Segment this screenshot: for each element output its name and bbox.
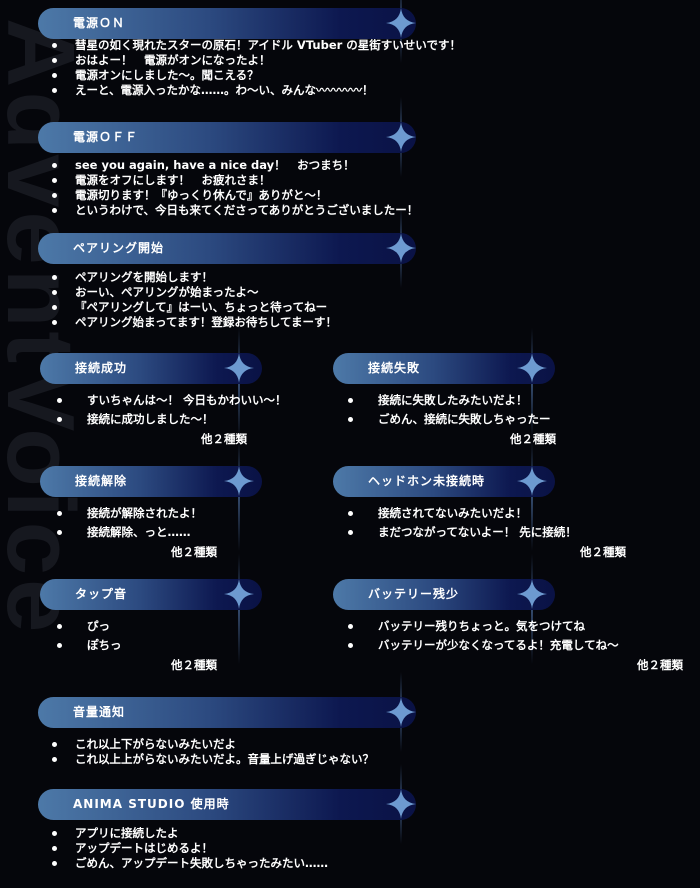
voice-lines: アプリに接続したよアップデートはじめるよ！ごめん、アップデート失敗しちゃったみた… [52, 826, 328, 871]
section-header: 接続解除 [40, 466, 262, 497]
more-count: 他２種類 [171, 658, 217, 672]
voice-line: 電源オンにしました〜。聞こえる？ [52, 68, 461, 83]
voice-line: アプリに接続したよ [52, 826, 328, 841]
voice-line: ペアリングを開始します！ [52, 270, 337, 285]
voice-line: まだつながってないよー！ 先に接続！ [348, 523, 577, 542]
voice-lines: ペアリングを開始します！おーい、ペアリングが始まったよ〜『ペアリングして』はーい… [52, 270, 337, 330]
voice-line: ごめん、アップデート失敗しちゃったみたい…… [52, 856, 328, 871]
section-title: ANIMA STUDIO 使用時 [73, 797, 230, 811]
sparkle-icon [224, 579, 254, 609]
section-title: バッテリー残少 [368, 587, 460, 601]
sparkle-icon [386, 233, 416, 263]
sparkle-icon [517, 579, 547, 609]
section-title: 音量通知 [73, 705, 126, 719]
voice-line: えーと、電源入ったかな……。わ〜い、みんな〰〰〰〰！ [52, 83, 461, 98]
voice-lines: すいちゃんは〜！ 今日もかわいい〜！接続に成功しました〜！ [57, 391, 287, 429]
section-header: タップ音 [40, 579, 262, 610]
voice-line: バッテリー残りちょっと。気をつけてね [348, 617, 619, 636]
voice-line: これ以上上がらないみたいだよ。音量上げ過ぎじゃない？ [52, 752, 374, 767]
voice-line: 接続されてないみたいだよ！ [348, 504, 577, 523]
voice-line: ごめん、接続に失敗しちゃったー [348, 410, 551, 429]
sparkle-icon [386, 122, 416, 152]
section-title: 接続失敗 [368, 361, 421, 375]
section-title: タップ音 [75, 587, 128, 601]
sparkle-icon [224, 466, 254, 496]
voice-line: 接続が解除されたよ！ [57, 504, 202, 523]
section-title: 接続成功 [75, 361, 128, 375]
voice-line: おはよー！ 電源がオンになったよ！ [52, 53, 461, 68]
section-title: ヘッドホン未接続時 [368, 474, 486, 488]
voice-line: see you again, have a nice day！ おつまち！ [52, 158, 418, 173]
more-count: 他２種類 [637, 658, 683, 672]
voice-line: 接続解除、っと…… [57, 523, 202, 542]
section-header: 接続成功 [40, 353, 262, 384]
voice-line: バッテリーが少なくなってるよ！充電してね〜 [348, 636, 619, 655]
section-title: ペアリング開始 [73, 241, 165, 255]
sparkle-icon [386, 8, 416, 38]
voice-line: 彗星の如く現れたスターの原石！アイドル VTuber の星街すいせいです！ [52, 38, 461, 53]
sparkle-icon [386, 789, 416, 819]
section-header: 接続失敗 [333, 353, 555, 384]
section-title: 電源ＯＦＦ [73, 130, 139, 144]
voice-lines: 接続されてないみたいだよ！まだつながってないよー！ 先に接続！ [348, 504, 577, 542]
sparkle-icon [517, 353, 547, 383]
more-count: 他２種類 [580, 545, 626, 559]
voice-line: というわけで、今日も来てくださってありがとうございましたー！ [52, 203, 418, 218]
voice-lines: 接続が解除されたよ！接続解除、っと…… [57, 504, 202, 542]
voice-line: 『ペアリングして』はーい、ちょっと待ってねー [52, 300, 337, 315]
sparkle-icon [224, 353, 254, 383]
voice-line: 電源をオフにします！ お疲れさま！ [52, 173, 418, 188]
voice-line: おーい、ペアリングが始まったよ〜 [52, 285, 337, 300]
voice-line: 接続に成功しました〜！ [57, 410, 287, 429]
voice-line: すいちゃんは〜！ 今日もかわいい〜！ [57, 391, 287, 410]
voice-lines: see you again, have a nice day！ おつまち！電源を… [52, 158, 418, 218]
more-count: 他２種類 [171, 545, 217, 559]
voice-line: アップデートはじめるよ！ [52, 841, 328, 856]
voice-line: ぽちっ [57, 636, 122, 655]
voice-lines: これ以上下がらないみたいだよこれ以上上がらないみたいだよ。音量上げ過ぎじゃない？ [52, 737, 374, 767]
voice-line: これ以上下がらないみたいだよ [52, 737, 374, 752]
voice-lines: ぴっぽちっ [57, 617, 122, 655]
section-header: ヘッドホン未接続時 [333, 466, 555, 497]
voice-lines: 接続に失敗したみたいだよ！ごめん、接続に失敗しちゃったー [348, 391, 551, 429]
section-title: 電源ＯＮ [73, 16, 126, 30]
section-header: ペアリング開始 [38, 233, 416, 264]
sparkle-icon [517, 466, 547, 496]
section-header: 電源ＯＮ [38, 8, 416, 39]
section-header: バッテリー残少 [333, 579, 555, 610]
section-header: ANIMA STUDIO 使用時 [38, 789, 416, 820]
sparkle-icon [386, 697, 416, 727]
section-header: 音量通知 [38, 697, 416, 728]
voice-line: ペアリング始まってます！登録お待ちしてまーす！ [52, 315, 337, 330]
voice-lines: バッテリー残りちょっと。気をつけてねバッテリーが少なくなってるよ！充電してね〜 [348, 617, 619, 655]
voice-lines: 彗星の如く現れたスターの原石！アイドル VTuber の星街すいせいです！おはよ… [52, 38, 461, 98]
more-count: 他２種類 [510, 432, 556, 446]
voice-line: 電源切ります！『ゆっくり休んで』ありがと〜！ [52, 188, 418, 203]
voice-line: ぴっ [57, 617, 122, 636]
more-count: 他２種類 [201, 432, 247, 446]
section-title: 接続解除 [75, 474, 128, 488]
voice-line: 接続に失敗したみたいだよ！ [348, 391, 551, 410]
section-header: 電源ＯＦＦ [38, 122, 416, 153]
